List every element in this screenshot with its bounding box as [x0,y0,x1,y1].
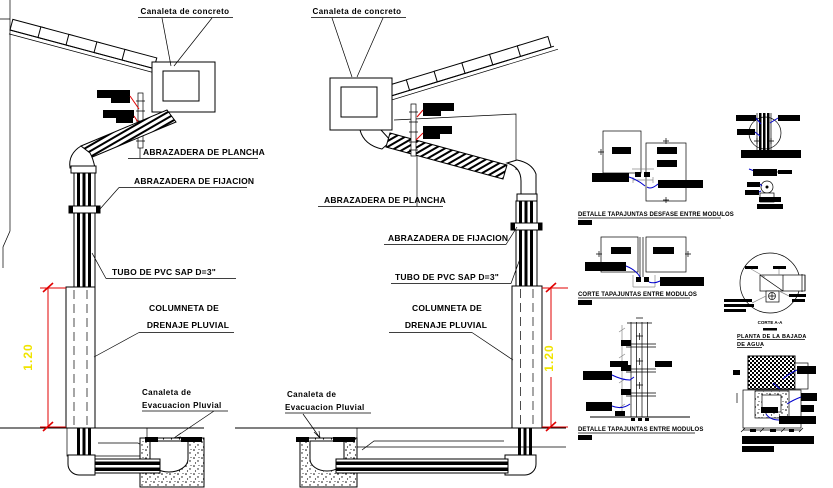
fixing-clamp [68,205,101,214]
redacted-label-bar [745,266,758,269]
pipe-coupling [516,193,538,202]
detail-title: CORTE TAPAJUNTAS ENTRE MODULOS [578,292,697,298]
detail-plan-drain-box [733,355,817,452]
vertical-pvc-pipe [515,200,538,287]
label-canaleta-evac-2: Evacuacion Pluvial [142,401,222,410]
dimension-text: 1.20 [542,344,556,371]
left-view-labels: Canaleta de concreto ABRAZADERA DE PLANC… [91,7,265,439]
scale-bar [763,328,777,331]
dimension-1-20: 1.20 [542,282,568,432]
redacted-label-bar [610,361,628,367]
redacted-label-bar [778,115,800,121]
redacted-label-bar [753,169,777,176]
roof-tiles [377,35,559,105]
label-canaleta-evac-2: Evacuacion Pluvial [285,403,365,412]
label-abrazadera-fijacion: ABRAZADERA DE FIJACION [388,233,508,243]
sloped-downpipe [385,132,508,180]
bottom-pipe-run [67,428,161,476]
redacted-label-bar [586,402,612,411]
corte-aa-title: CORTE A-A [758,320,784,325]
redacted-label-bar [747,182,760,187]
redacted-label-bar [658,180,703,188]
planta-title-1: PLANTA DE LA BAJADA [737,334,807,340]
redacted-label-bar [778,170,792,174]
wall-break-line [0,0,11,268]
label-columneta-2: DRENAJE PLUVIAL [405,320,487,330]
redacted-label-bar [415,103,454,141]
detail-wall-joint-section [736,113,801,158]
foundation-outline [356,428,566,451]
redacted-label-bar [592,173,629,182]
label-tubo-pvc: TUBO DE PVC SAP D=3" [395,272,499,282]
redacted-label-bar [724,304,754,307]
redacted-label-bar [736,115,756,121]
redacted-label-bar [773,266,786,269]
middle-section-view: 1.20 Canaleta de concreto ABRAZADERA DE … [235,7,568,488]
concrete-gutter-cavity [162,70,200,102]
drainage-column [65,286,96,429]
redacted-label-bar [801,393,817,401]
label-tubo-pvc: TUBO DE PVC SAP D=3" [112,267,216,277]
detail-corte-tapajuntas: CORTE TAPAJUNTAS ENTRE MODULOS [578,236,704,305]
detail-planta-bajada-agua: CORTE A-A PLANTA DE LA BAJADA DE AGUA [724,252,807,348]
redacted-label-bar [655,361,672,367]
redacted-label-bar [583,371,612,380]
detail-title-bar [742,446,774,452]
detail-tapajuntas-desfase: DETALLE TAPAJUNTAS DESFASE ENTRE MODULOS [578,130,734,225]
middle-view-labels: Canaleta de concreto ABRAZADERA DE PLANC… [285,7,522,439]
detail-title: DETALLE TAPAJUNTAS DESFASE ENTRE MODULOS [578,212,734,218]
redacted-label-bar [789,294,806,297]
dimension-1-20: 1.20 [21,282,66,432]
detail-tapajuntas-entre-modulos: DETALLE TAPAJUNTAS ENTRE MODULOS [578,317,703,440]
planta-title-2: DE AGUA [737,342,764,348]
redacted-label-bar [724,299,752,302]
label-canaleta-concreto: Canaleta de concreto [141,7,230,16]
detail-title-bar [742,436,814,444]
redacted-label-bar [660,277,704,286]
detail-title-bar [741,150,801,158]
scale-bar [578,435,592,440]
label-canaleta-evac-1: Canaleta de [142,388,191,397]
redacted-label-bar [801,405,814,412]
redacted-label-bar [585,262,626,271]
bottom-pipe-run [335,428,537,476]
roof-tiles [8,18,159,75]
redacted-label-bar [779,416,816,424]
label-abrazadera-plancha: ABRAZADERA DE PLANCHA [324,195,446,205]
pipe-coupling [70,165,97,174]
redacted-label-bar [792,299,805,302]
scale-bar [578,220,592,225]
detail-title: DETALLE TAPAJUNTAS ENTRE MODULOS [578,427,703,433]
redacted-label-bar [797,366,816,374]
pipe-elbow-upper [505,159,537,197]
redacted-label-bar [724,309,746,312]
detail-title-bar [757,204,783,209]
label-canaleta-evac-1: Canaleta de [287,390,336,399]
label-abrazadera-fijacion: ABRAZADERA DE FIJACION [134,176,254,186]
label-columneta-1: COLUMNETA DE [149,303,219,313]
left-section-view: 1.20 Canaleta de concreto ABRAZADERA DE … [0,0,265,488]
vertical-pvc-pipe [73,172,96,288]
plate-strap [409,103,418,157]
support-lines [393,113,517,170]
redacted-label-bar [745,190,759,195]
fixing-clamp [510,222,543,231]
redacted-label-bar [97,90,141,126]
dimension-text: 1.20 [21,343,35,370]
label-canaleta-concreto: Canaleta de concreto [313,7,402,16]
scale-bar [578,300,592,305]
detail-anchor-bolt [745,168,792,209]
label-abrazadera-plancha: ABRAZADERA DE PLANCHA [143,147,265,157]
drainage-column [511,285,543,429]
label-columneta-1: COLUMNETA DE [412,303,482,313]
concrete-gutter-cavity [340,86,378,118]
redacted-label-bar [737,129,755,135]
label-columneta-2: DRENAJE PLUVIAL [147,320,229,330]
